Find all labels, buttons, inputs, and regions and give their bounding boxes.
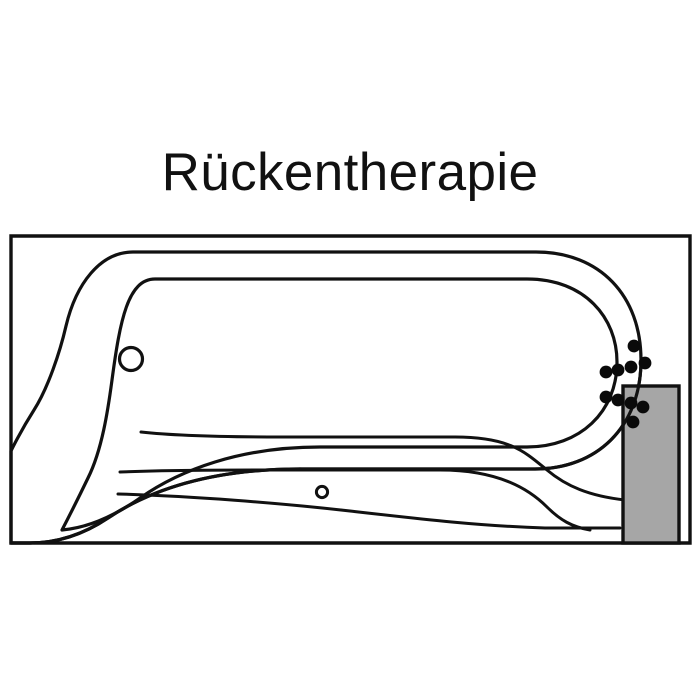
- jet-nozzle: [611, 363, 625, 377]
- jet-group-upper: [599, 339, 652, 379]
- jet-group-lower: [599, 390, 650, 429]
- tub-basin-floor-line: [116, 492, 622, 530]
- jet-nozzle: [611, 393, 625, 407]
- tub-inner-rim: [60, 277, 619, 532]
- jet-nozzle: [624, 396, 638, 410]
- tub-basin-lower-contour: [118, 468, 592, 532]
- jet-nozzle: [627, 339, 641, 353]
- tub-basin-upper-contour: [139, 430, 627, 502]
- jet-nozzle: [626, 415, 640, 429]
- tub-outer-rim-overlay-lower: [9, 467, 302, 545]
- jet-nozzle: [599, 365, 613, 379]
- jet-nozzle: [636, 400, 650, 414]
- tub-outer-rim: [9, 250, 643, 545]
- page-title: Rückentherapie: [161, 143, 539, 202]
- jet-nozzle: [599, 390, 613, 404]
- back-therapy-panel: [621, 384, 681, 545]
- overflow-opening: [314, 484, 330, 500]
- drain-opening: [117, 345, 145, 373]
- tub-footprint-frame: [9, 234, 692, 545]
- jet-nozzle: [638, 356, 652, 370]
- jet-nozzle: [624, 360, 638, 374]
- tub-outer-rim-overlay: [298, 358, 643, 471]
